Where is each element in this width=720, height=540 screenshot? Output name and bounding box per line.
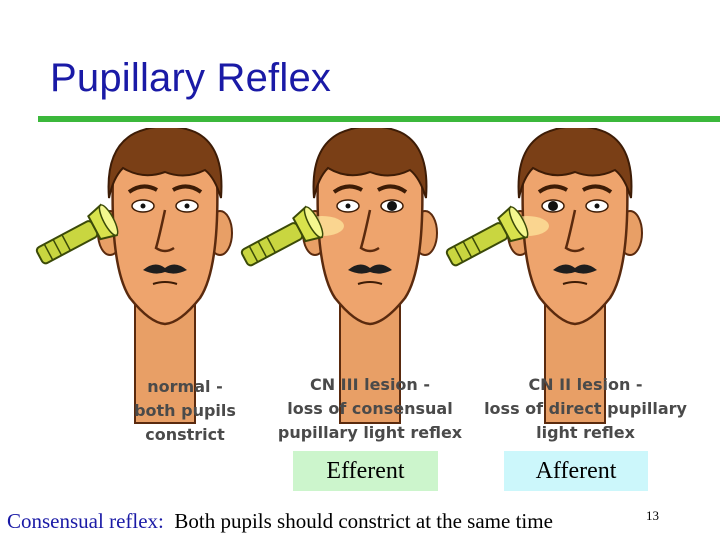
footer-text: Both pupils should constrict at the same… [174, 509, 553, 533]
face-normal [30, 124, 234, 426]
face-cn2-lesion [440, 124, 644, 426]
pupillary-reflex-illustration [30, 124, 700, 458]
caption-cn2-lesion: CN II lesion - loss of direct pupillary … [484, 375, 687, 442]
flashlight-icon [440, 203, 532, 275]
flashlight-icon [30, 201, 122, 273]
afferent-label: Afferent [504, 451, 648, 491]
caption-cn3-lesion: CN III lesion - loss of consensual pupil… [277, 375, 463, 442]
flashlight-icon [235, 203, 327, 275]
slide-number: 13 [646, 508, 659, 523]
footer-note: Consensual reflex: Both pupils should co… [7, 509, 553, 534]
slide-title: Pupillary Reflex [50, 56, 332, 100]
footer-key-term: Consensual reflex: [7, 509, 164, 533]
title-divider [38, 116, 720, 122]
caption-normal: normal - both pupils constrict [134, 377, 236, 444]
efferent-label: Efferent [293, 451, 438, 491]
face-cn3-lesion [235, 124, 439, 426]
